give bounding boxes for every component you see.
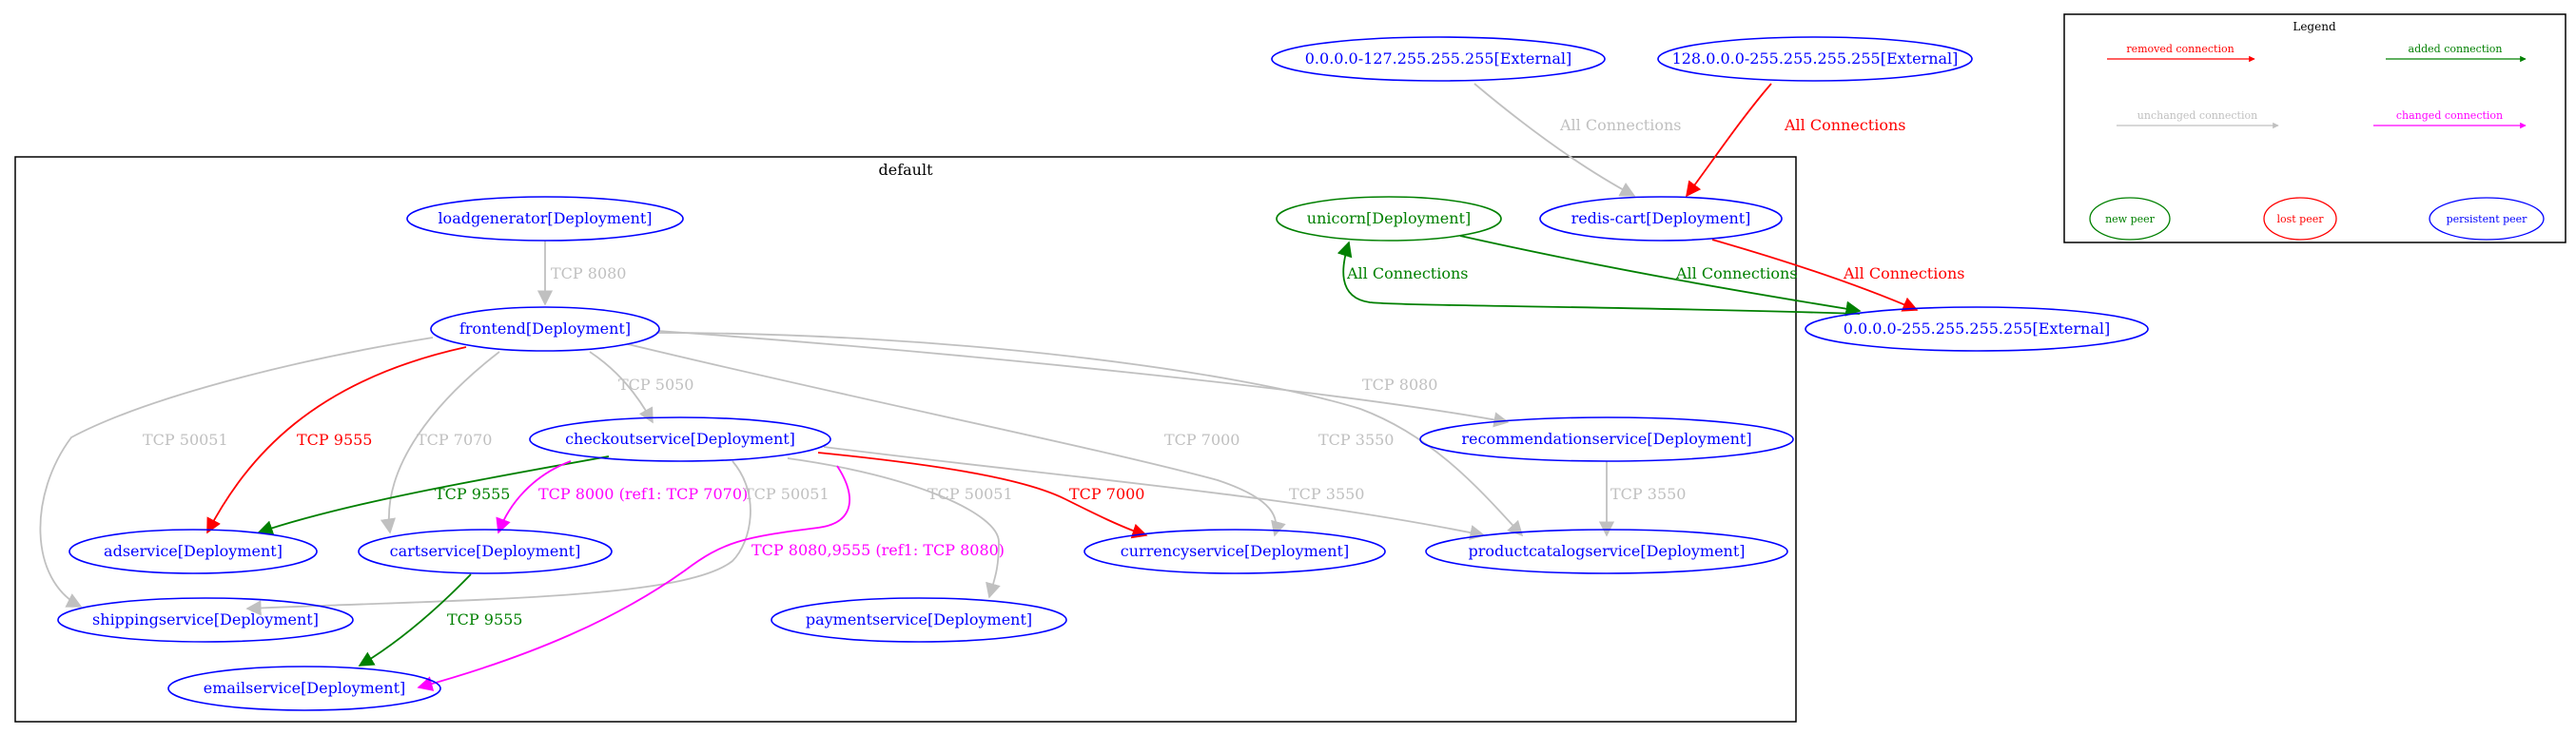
edge-label-checkout-currency: TCP 7000 — [1069, 485, 1144, 503]
node-loadgenerator[interactable]: loadgenerator[Deployment] — [406, 196, 684, 242]
edge-label-frontend-ad: TCP 9555 — [297, 431, 372, 449]
edge-checkout-cart — [496, 460, 572, 534]
node-adservice[interactable]: adservice[Deployment] — [68, 529, 318, 574]
edge-checkout-email — [417, 465, 850, 691]
node-label-productcatalogservice: productcatalogservice[Deployment] — [1468, 542, 1745, 560]
edge-label-checkout-email: TCP 8080,9555 (ref1: TCP 8080) — [751, 541, 1005, 559]
node-label-frontend: frontend[Deployment] — [459, 319, 631, 338]
legend-new-peer-label: new peer — [2105, 213, 2156, 225]
edges: All Connections All Connections All Conn… — [39, 83, 1964, 691]
node-label-redis-cart: redis-cart[Deployment] — [1571, 209, 1751, 227]
edge-label-checkout-payment: TCP 50051 — [927, 485, 1013, 503]
node-unicorn[interactable]: unicorn[Deployment] — [1276, 196, 1502, 242]
legend-removed: removed connection — [2107, 43, 2255, 63]
legend-new-peer: new peer — [2089, 197, 2171, 241]
edge-label-frontend-product: TCP 3550 — [1318, 431, 1394, 449]
legend-unchanged-label: unchanged connection — [2137, 109, 2257, 122]
edge-label-checkout-shipping: TCP 50051 — [744, 485, 829, 503]
edge-label-redis-extall: All Connections — [1843, 264, 1964, 282]
node-emailservice[interactable]: emailservice[Deployment] — [167, 666, 441, 711]
legend-lost-peer-label: lost peer — [2276, 213, 2324, 225]
edge-checkout-payment — [787, 457, 1001, 599]
edge-label-frontend-shipping: TCP 50051 — [143, 431, 228, 449]
edge-redis-extall — [1711, 239, 1919, 312]
edge-label-cart-email: TCP 9555 — [447, 610, 522, 629]
node-label-loadgenerator: loadgenerator[Deployment] — [438, 209, 652, 227]
node-label-unicorn: unicorn[Deployment] — [1307, 209, 1471, 227]
nodes: 0.0.0.0-127.255.255.255[External] 128.0.… — [57, 36, 2149, 711]
node-label-ext-low: 0.0.0.0-127.255.255.255[External] — [1305, 49, 1572, 68]
edge-checkout-ad — [257, 455, 610, 535]
node-label-ext-all: 0.0.0.0-255.255.255.255[External] — [1844, 319, 2111, 338]
node-recommendationservice[interactable]: recommendationservice[Deployment] — [1419, 416, 1794, 462]
edge-label-checkout-ad: TCP 9555 — [435, 485, 510, 503]
legend-added-label: added connection — [2409, 43, 2503, 55]
edge-label-frontend-cart: TCP 7070 — [417, 431, 492, 449]
node-ext-low[interactable]: 0.0.0.0-127.255.255.255[External] — [1271, 36, 1606, 82]
edge-label-frontend-checkout: TCP 5050 — [618, 376, 693, 394]
node-shippingservice[interactable]: shippingservice[Deployment] — [57, 597, 354, 643]
edge-frontend-shipping — [39, 337, 434, 608]
node-frontend[interactable]: frontend[Deployment] — [430, 306, 660, 352]
edge-label-unicorn-extall: All Connections — [1675, 264, 1797, 282]
edge-frontend-ad — [206, 346, 467, 534]
legend-persistent-peer-label: persistent peer — [2447, 213, 2528, 225]
node-ext-all[interactable]: 0.0.0.0-255.255.255.255[External] — [1805, 306, 2149, 352]
legend: Legend removed connection added connecti… — [2063, 13, 2566, 243]
edge-frontend-currency — [627, 343, 1286, 537]
legend-persistent-peer: persistent peer — [2429, 197, 2545, 241]
legend-removed-label: removed connection — [2126, 43, 2234, 55]
edge-label-extlow-redis: All Connections — [1559, 116, 1681, 134]
node-label-shippingservice: shippingservice[Deployment] — [92, 610, 319, 629]
legend-unchanged: unchanged connection — [2117, 109, 2279, 129]
legend-added: added connection — [2386, 43, 2527, 63]
legend-title: Legend — [2293, 20, 2336, 33]
cluster-default: default — [14, 156, 1797, 723]
legend-border — [2063, 13, 2566, 243]
edge-label-load-frontend: TCP 8080 — [551, 264, 626, 282]
edge-frontend-recommend — [657, 330, 1510, 428]
cluster-border — [14, 156, 1797, 723]
edge-label-frontend-currency: TCP 7000 — [1164, 431, 1239, 449]
legend-changed-label: changed connection — [2396, 109, 2503, 122]
edge-checkout-currency — [817, 452, 1148, 539]
edge-label-recommend-product: TCP 3550 — [1610, 485, 1686, 503]
node-ext-high[interactable]: 128.0.0.0-255.255.255.255[External] — [1657, 36, 1973, 82]
node-label-currencyservice: currencyservice[Deployment] — [1121, 542, 1349, 560]
edge-label-checkout-cart: TCP 8000 (ref1: TCP 7070) — [538, 485, 748, 503]
edge-checkout-product — [823, 446, 1486, 541]
edge-frontend-checkout — [589, 351, 654, 424]
edge-exthigh-redis — [1686, 83, 1772, 198]
edge-frontend-cart — [380, 351, 500, 534]
edge-label-extall-unicorn: All Connections — [1346, 264, 1468, 282]
node-label-checkoutservice: checkoutservice[Deployment] — [565, 430, 795, 448]
edge-label-frontend-recommend: TCP 8080 — [1362, 376, 1437, 394]
edge-cart-email — [358, 573, 472, 667]
edge-extall-unicorn — [1337, 241, 1861, 315]
node-paymentservice[interactable]: paymentservice[Deployment] — [771, 597, 1067, 643]
node-label-recommendationservice: recommendationservice[Deployment] — [1461, 430, 1751, 448]
cluster-label: default — [878, 161, 933, 179]
node-cartservice[interactable]: cartservice[Deployment] — [358, 529, 613, 574]
node-label-cartservice: cartservice[Deployment] — [390, 542, 581, 560]
edge-unicorn-extall — [1459, 235, 1862, 317]
edge-label-exthigh-redis: All Connections — [1784, 116, 1905, 134]
node-label-paymentservice: paymentservice[Deployment] — [806, 610, 1032, 629]
node-label-ext-high: 128.0.0.0-255.255.255.255[External] — [1672, 49, 1959, 68]
edge-extlow-redis — [1473, 83, 1636, 197]
edge-frontend-product — [655, 332, 1524, 537]
legend-changed: changed connection — [2373, 109, 2527, 129]
node-productcatalogservice[interactable]: productcatalogservice[Deployment] — [1425, 529, 1788, 574]
node-redis-cart[interactable]: redis-cart[Deployment] — [1539, 196, 1783, 242]
edge-label-checkout-product: TCP 3550 — [1289, 485, 1364, 503]
node-currencyservice[interactable]: currencyservice[Deployment] — [1083, 529, 1386, 574]
node-label-emailservice: emailservice[Deployment] — [204, 679, 406, 697]
edge-checkout-shipping — [245, 460, 751, 616]
node-label-adservice: adservice[Deployment] — [104, 542, 283, 560]
legend-lost-peer: lost peer — [2263, 197, 2337, 241]
node-checkoutservice[interactable]: checkoutservice[Deployment] — [529, 416, 831, 462]
